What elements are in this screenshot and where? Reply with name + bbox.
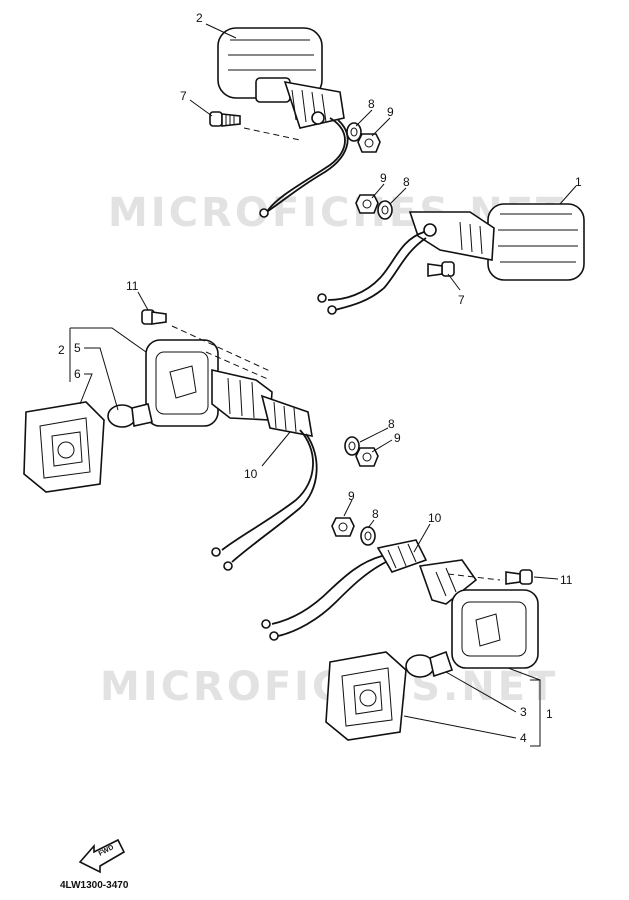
drawing-code: 4LW1300-3470 [60, 880, 129, 891]
callout-1-top-right: 1 [575, 175, 582, 189]
washer-nut-bottom [331, 517, 376, 546]
callout-7-right: 7 [458, 293, 465, 307]
callout-8-bottom: 8 [372, 507, 379, 521]
callout-10-bottom: 10 [428, 511, 442, 525]
callout-8-mid: 8 [388, 417, 395, 431]
callout-11-left: 11 [126, 279, 139, 293]
wire-bottom [261, 555, 387, 641]
lens-left [23, 401, 105, 493]
bulb-left [107, 403, 153, 428]
callout-8-upper-right: 8 [403, 175, 410, 189]
flasher-body-bottom-right [376, 539, 539, 669]
screw-left [141, 309, 167, 325]
leader-lines [69, 23, 577, 747]
screw-bottom-right [505, 569, 559, 585]
callout-9-upper-right: 9 [380, 171, 387, 185]
flasher-assembly-top-right [317, 203, 585, 315]
callout-8-top: 8 [368, 97, 375, 111]
callout-6-left: 6 [74, 367, 81, 381]
callout-10-left: 10 [244, 467, 258, 481]
callout-9-top: 9 [387, 105, 394, 119]
washer-nut-mid [344, 436, 379, 467]
bulb-bottom [405, 650, 454, 678]
callout-7-top: 7 [180, 89, 187, 103]
callout-11-right: 11 [560, 573, 573, 587]
lens-bottom [325, 651, 407, 741]
wire-left [211, 429, 318, 571]
callout-4: 4 [520, 731, 527, 745]
flasher-assembly-top-left [217, 27, 349, 218]
callout-2-top: 2 [196, 11, 203, 25]
screw-top-right [427, 261, 455, 277]
callout-2-left: 2 [58, 343, 65, 357]
flasher-body-left [145, 325, 313, 438]
callout-5-left: 5 [74, 341, 81, 355]
callout-1-bottom: 1 [546, 707, 553, 721]
washer-nut-top-1 [346, 122, 381, 153]
forward-direction-badge: FWD [78, 838, 126, 874]
washer-nut-top-2 [355, 194, 393, 220]
screw-top [209, 111, 301, 141]
callout-9-mid: 9 [394, 431, 401, 445]
callout-9-bottom: 9 [348, 489, 355, 503]
callout-3: 3 [520, 705, 527, 719]
